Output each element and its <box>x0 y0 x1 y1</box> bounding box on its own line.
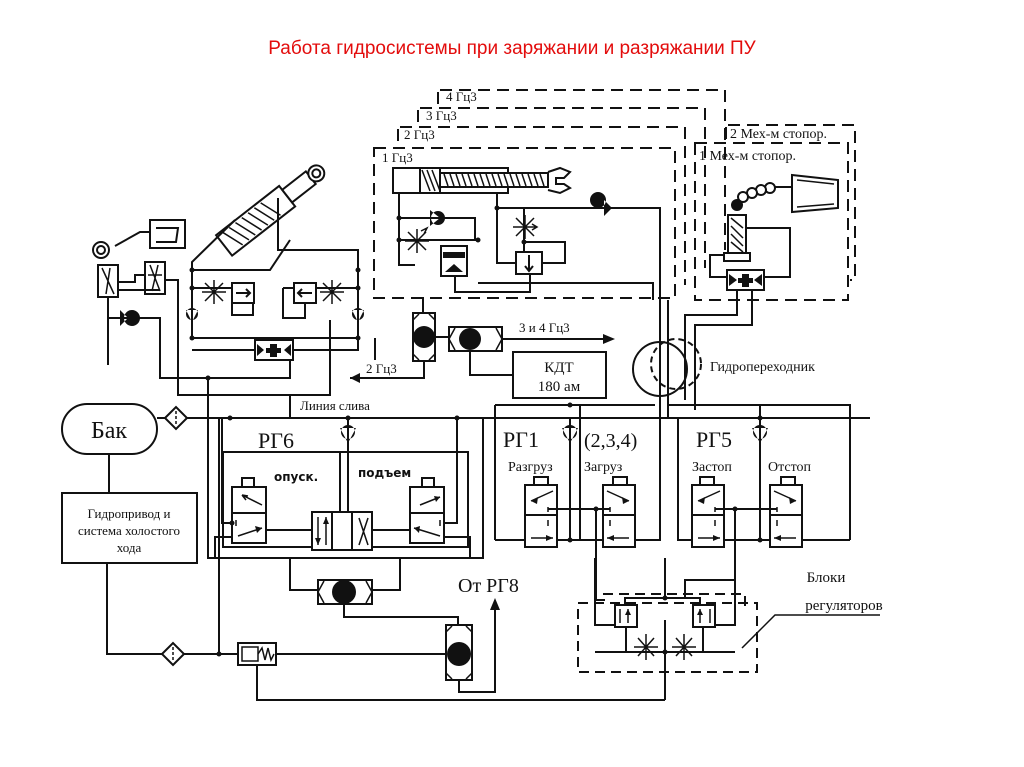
regulator-blocks <box>577 558 880 700</box>
drive-label-line2: система холостого <box>78 523 180 538</box>
frame-cyl-2 <box>400 126 686 285</box>
rg1-right-label: Загруз <box>584 460 623 475</box>
left-hydraulic-assembly <box>92 164 364 396</box>
throttle-icon <box>513 215 539 239</box>
drain-line-label: Линия слива <box>300 398 370 413</box>
frame-stop-2 <box>728 124 856 281</box>
regulator-blocks-label-2: регуляторов <box>805 598 882 614</box>
shuttle-valves-center <box>350 297 615 399</box>
rg5-name: РГ5 <box>696 427 732 452</box>
label-cyl-2: 2 Гц3 <box>404 127 435 142</box>
throttle-icon <box>405 226 429 253</box>
slide-title: Работа гидросистемы при заряжании и разр… <box>268 38 756 59</box>
rg6-left-label: опуск. <box>274 470 318 484</box>
rg5-left-label: Застоп <box>692 460 732 475</box>
filter-icon <box>163 405 189 431</box>
hydro-adapter <box>632 298 702 418</box>
cylinder-group-frames <box>373 89 726 299</box>
kdt-pressure: 180 ам <box>538 379 581 395</box>
frame-cyl-1 <box>373 147 676 299</box>
valve-block-rg6 <box>207 415 484 605</box>
label-to-cyl-3-4: 3 и 4 Гц3 <box>519 320 570 335</box>
label-stop-1: 1 Мех-м стопор. <box>699 149 796 164</box>
cylinder-1-circuit <box>396 192 661 300</box>
bottom-circuit <box>106 418 665 701</box>
tank-label: Бак <box>91 418 127 444</box>
hydraulic-drive-box <box>61 492 198 564</box>
frame-stop-1 <box>694 142 849 301</box>
cylinder-1-gc3 <box>392 166 572 195</box>
gripper-icon <box>547 166 572 195</box>
regulator-blocks-label-1: Блоки <box>807 570 846 586</box>
rg5-right-label: Отстоп <box>768 460 812 475</box>
rg6-name: РГ6 <box>258 428 294 453</box>
label-stop-2: 2 Мех-м стопор. <box>730 127 827 142</box>
rg1-left-label: Разгруз <box>508 460 553 475</box>
valve-block-rg5 <box>677 405 850 598</box>
valve-block-rg1 <box>495 402 661 601</box>
rg6-right-label: подъем <box>358 466 411 480</box>
label-cyl-4: 4 Гц3 <box>446 89 477 104</box>
stop-mechanism-frames <box>694 124 856 301</box>
frame-cyl-4 <box>440 89 726 250</box>
drive-label-line3: хода <box>117 540 142 555</box>
stop-mechanism-1 <box>684 173 839 410</box>
drive-label-line1: Гидропривод и <box>87 506 170 521</box>
frame-cyl-3 <box>420 107 706 268</box>
rg1-name: РГ1 <box>503 427 539 452</box>
label-cyl-3: 3 Гц3 <box>426 108 457 123</box>
from-rg8-label: От РГ8 <box>458 575 519 597</box>
hydro-adapter-label: Гидропереходник <box>710 360 815 375</box>
rg1-suffix: (2,3,4) <box>584 430 637 452</box>
kdt-label: КДТ <box>544 360 573 376</box>
label-to-cyl-2: 2 Гц3 <box>366 361 397 376</box>
line-to-cyl-2 <box>350 361 425 379</box>
label-cyl-1: 1 Гц3 <box>382 150 413 165</box>
